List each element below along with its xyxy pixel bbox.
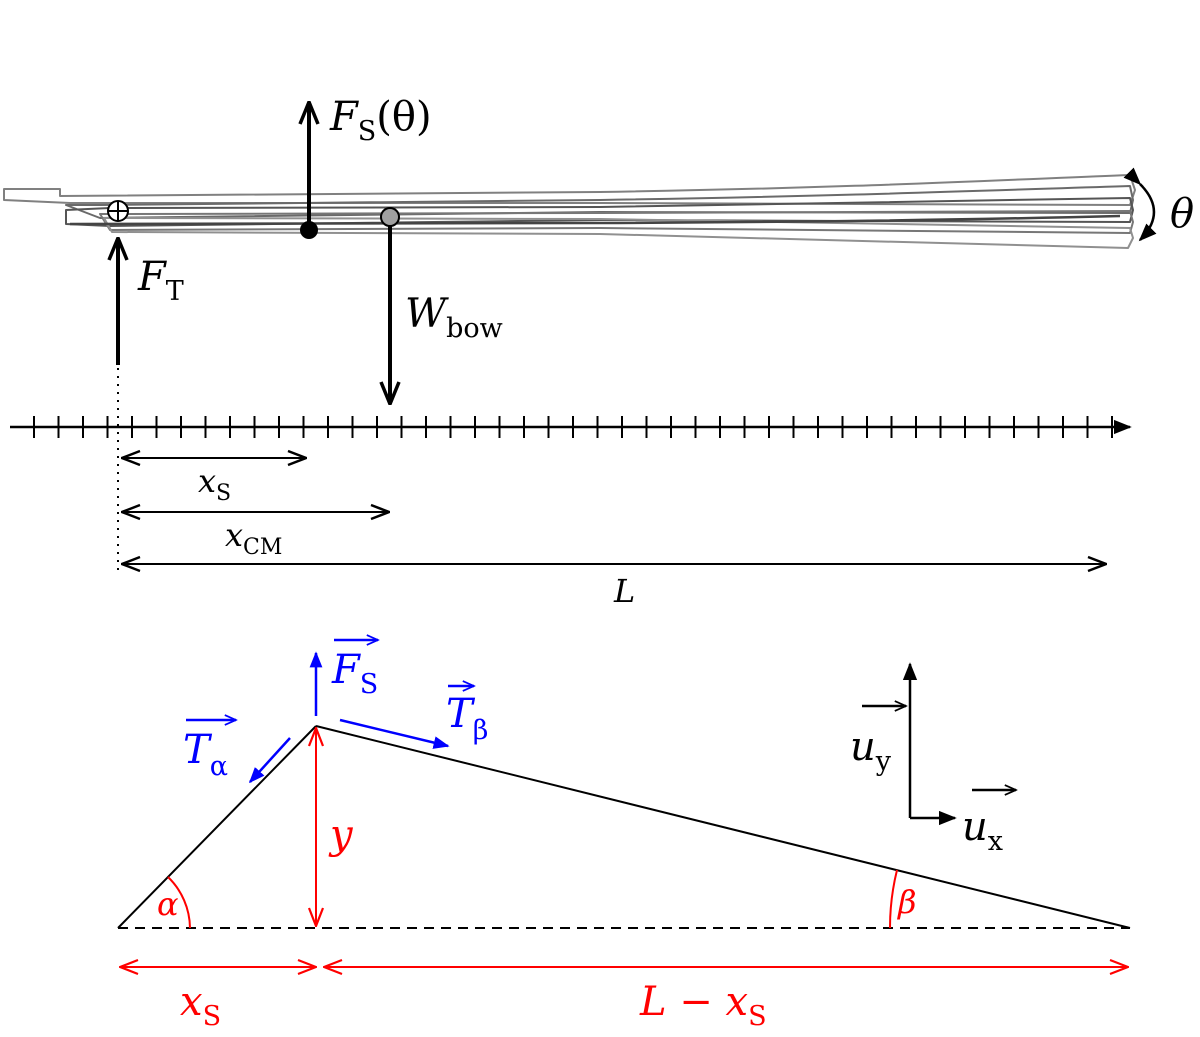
y-label: y [328, 812, 354, 858]
theta-rotation-arrow [1123, 167, 1157, 242]
beta-angle-arc [888, 869, 898, 929]
l-minus-xs-label: L − xS [639, 979, 767, 1032]
beta-label: β [897, 883, 917, 921]
t-alpha-vector-arrow [248, 737, 291, 784]
xcm-label: xCM [225, 516, 282, 560]
bow-hair-line [69, 214, 1121, 226]
theta-label: θ [1170, 191, 1194, 237]
t-beta-vector-arrow [339, 718, 450, 749]
fs-theta-label: FS(θ) [329, 94, 432, 147]
weight-label: Wbow [405, 291, 503, 344]
support-point [300, 221, 318, 239]
ux-label: ux [962, 804, 1003, 857]
t-alpha-label: Tα [183, 727, 228, 782]
ruler-ticks [33, 416, 1113, 438]
xs-top-label: xS [198, 462, 231, 506]
fs-vector-label: FS [331, 647, 378, 700]
triangle-left-side [117, 725, 317, 929]
center-of-mass-point [380, 207, 400, 227]
triangle-right-side [315, 725, 1131, 929]
l-label: L [613, 572, 635, 610]
xs-bottom-label: xS [180, 979, 221, 1032]
circled-plus-icon [107, 200, 129, 222]
alpha-angle-arc [167, 876, 191, 929]
alpha-label: α [157, 885, 179, 923]
ft-label: FT [137, 254, 184, 307]
t-beta-label: Tβ [446, 691, 488, 746]
bow-silhouettes [3, 174, 1136, 249]
uy-label: uy [850, 724, 892, 777]
